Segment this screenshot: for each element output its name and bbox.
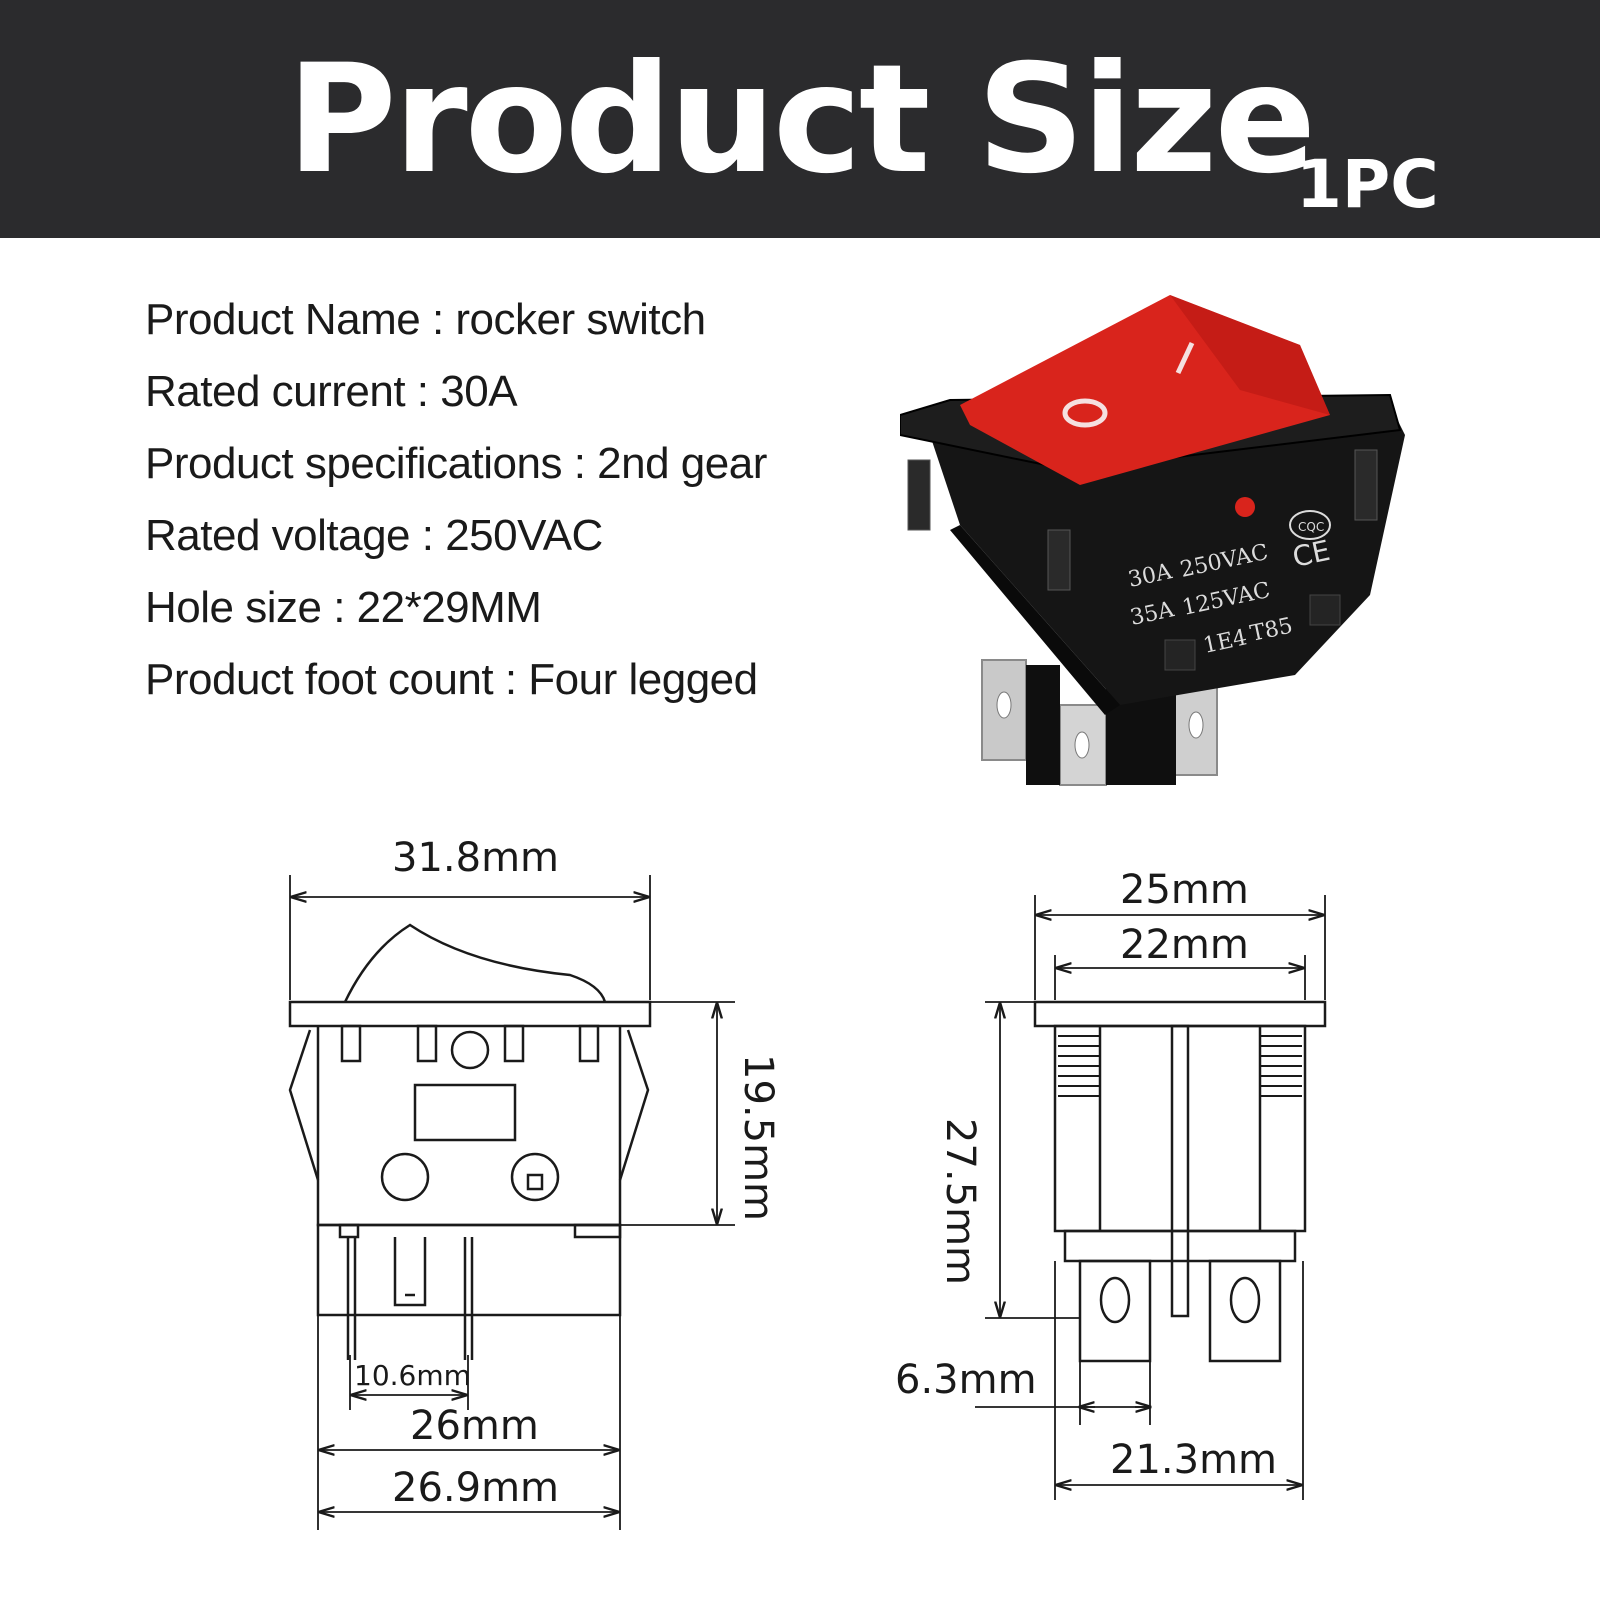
dim-front-width-body: 26mm (410, 1403, 539, 1449)
side-dimensions (975, 895, 1326, 1500)
dim-front-height: 19.5mm (735, 1054, 781, 1221)
spec-product-specifications: Product specifications : 2nd gear (145, 439, 767, 488)
spec-foot-count: Product foot count : Four legged (145, 655, 758, 704)
cqc-logo-icon: CQC (1289, 510, 1331, 540)
front-view (288, 923, 652, 1360)
spec-hole-size: Hole size : 22*29MM (145, 583, 542, 632)
spec-list: Product Name : rocker switch Rated curre… (145, 284, 767, 716)
dim-side-height: 27.5mm (937, 1118, 983, 1285)
on-mark-icon (1175, 341, 1195, 375)
dim-side-terminal-width: 6.3mm (895, 1357, 1037, 1403)
header-banner: Product Size 1PC (0, 0, 1600, 238)
spec-rated-current: Rated current : 30A (145, 367, 518, 416)
rocker-switch-photo: 30A 250VAC 35A 125VAC 1E4 T85 CQC CE (900, 295, 1405, 786)
technical-drawing (288, 875, 1327, 1530)
spec-rated-voltage: Rated voltage : 250VAC (145, 511, 603, 560)
dim-side-width-top: 25mm (1120, 867, 1249, 913)
quantity-label: 1PC (1296, 146, 1439, 223)
side-view (1033, 1000, 1327, 1363)
off-mark-icon (1062, 398, 1108, 428)
dim-front-pin-spacing: 10.6mm (354, 1359, 471, 1392)
page-title: Product Size (286, 33, 1316, 207)
dim-front-width-bottom: 26.9mm (392, 1465, 559, 1511)
dim-front-width-top: 31.8mm (392, 835, 559, 881)
dim-side-width-inner: 22mm (1120, 922, 1249, 968)
svg-text:CQC: CQC (1298, 520, 1324, 534)
indicator-dot (1235, 497, 1255, 517)
ce-logo-icon: CE (1290, 534, 1333, 574)
front-dimensions (289, 875, 735, 1530)
dim-side-width-bottom: 21.3mm (1110, 1437, 1277, 1483)
spec-product-name: Product Name : rocker switch (145, 295, 706, 344)
